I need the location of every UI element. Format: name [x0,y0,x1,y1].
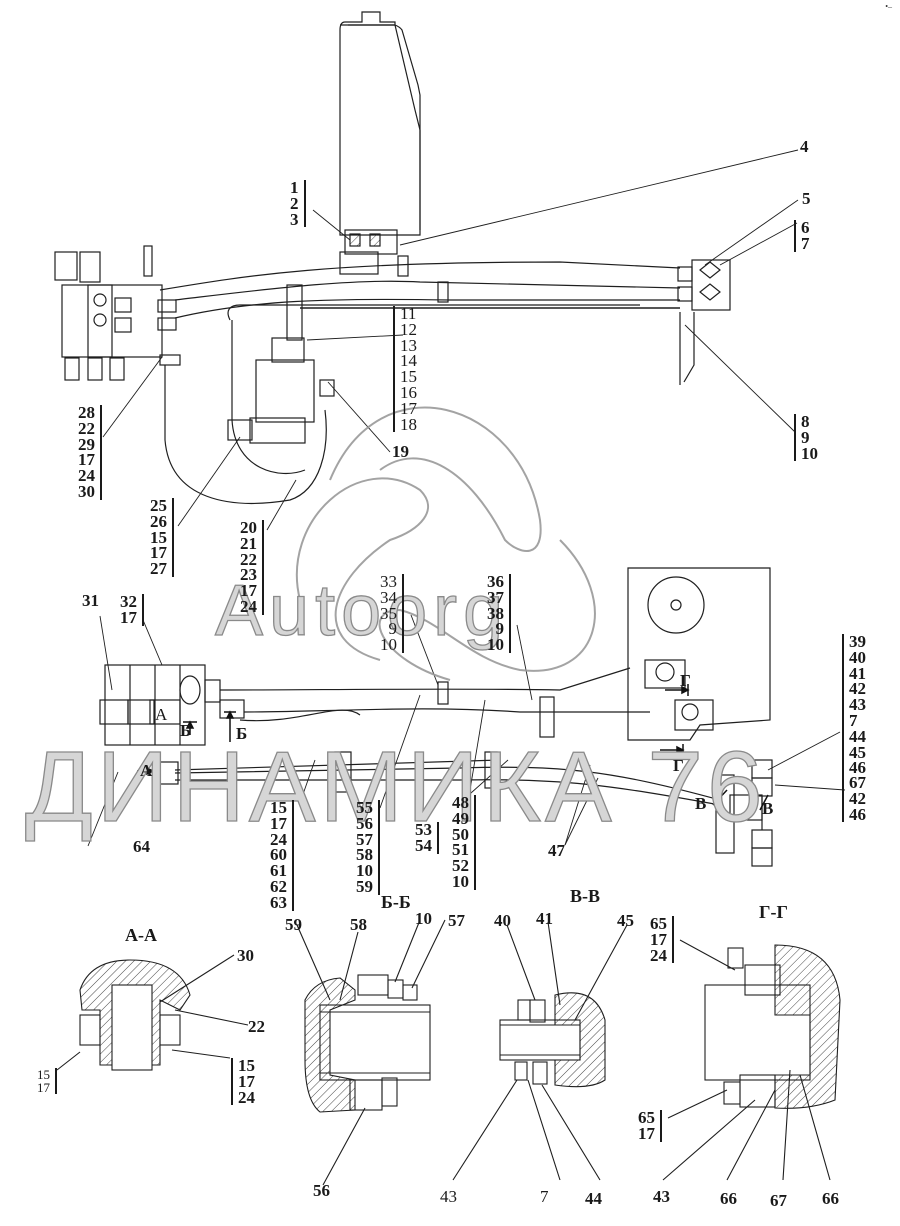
section-bb [296,919,446,1186]
filter-unit [255,359,315,423]
cut-marker-v: В [695,794,707,813]
cut-marker-g: Г [680,671,691,690]
section-bb-callout-58: 58 [350,915,367,934]
bracket-block [691,259,731,311]
section-bb-callout-56: 56 [313,1181,330,1200]
section-title-bb: Б-Б [381,892,411,912]
section-gg-callout-66-a: 66 [720,1189,737,1208]
section-aa-callout-30: 30 [237,946,254,965]
section-aa-callout-22: 22 [248,1017,265,1036]
cut-marker-a-2: А [155,705,168,724]
section-bb-callout-59: 59 [285,915,302,934]
section-title-gg: Г-Г [759,902,788,922]
section-vv-callout-44: 44 [585,1189,602,1208]
oil-tank [339,11,421,236]
tank-outline [348,24,421,230]
watermark-logo [295,406,596,681]
cut-marker-v-2: В [762,799,774,818]
tank-filter [344,229,398,255]
cut-marker-b: Б [180,721,192,740]
section-vv-callout-41: 41 [536,909,553,928]
callout-4: 4 [800,137,809,156]
section-vv-callout-40: 40 [494,911,511,930]
callout-31: 31 [82,591,99,610]
section-title-aa: А-А [125,925,157,945]
upper-hose-3 [174,298,680,319]
section-gg-callout-67: 67 [770,1191,787,1210]
section-gg-callout-43: 43 [653,1187,670,1206]
section-vv-callout-45: 45 [617,911,634,930]
section-vv-callout-43: 43 [440,1187,457,1206]
section-gg [662,939,841,1181]
section-bb-callout-57: 57 [448,911,465,930]
lower-hose-1 [219,667,631,691]
cut-marker-a: А [140,761,153,780]
cut-marker-b-2: Б [236,724,248,743]
lower-pipe-1 [174,766,721,801]
callout-47: 47 [548,841,565,860]
section-aa [56,954,249,1071]
callout-64: 64 [133,837,150,856]
cut-marker-g-2: Г [673,756,684,775]
lower-hose-2 [243,708,650,713]
loop-hose [164,365,327,504]
section-bb-callout-10: 10 [415,909,432,928]
upper-hose-2 [174,280,681,301]
pump-housing [627,567,771,741]
corner-mark: •‒ [885,2,892,11]
section-vv-callout-7: 7 [540,1187,549,1206]
upper-hose-1 [159,261,681,291]
section-gg-callout-66-b: 66 [822,1189,839,1208]
lower-pipe-2 [175,779,721,806]
section-title-vv: В-В [570,886,601,906]
callout-19: 19 [392,442,409,461]
section-vv [452,921,628,1181]
callout-5: 5 [802,189,811,208]
